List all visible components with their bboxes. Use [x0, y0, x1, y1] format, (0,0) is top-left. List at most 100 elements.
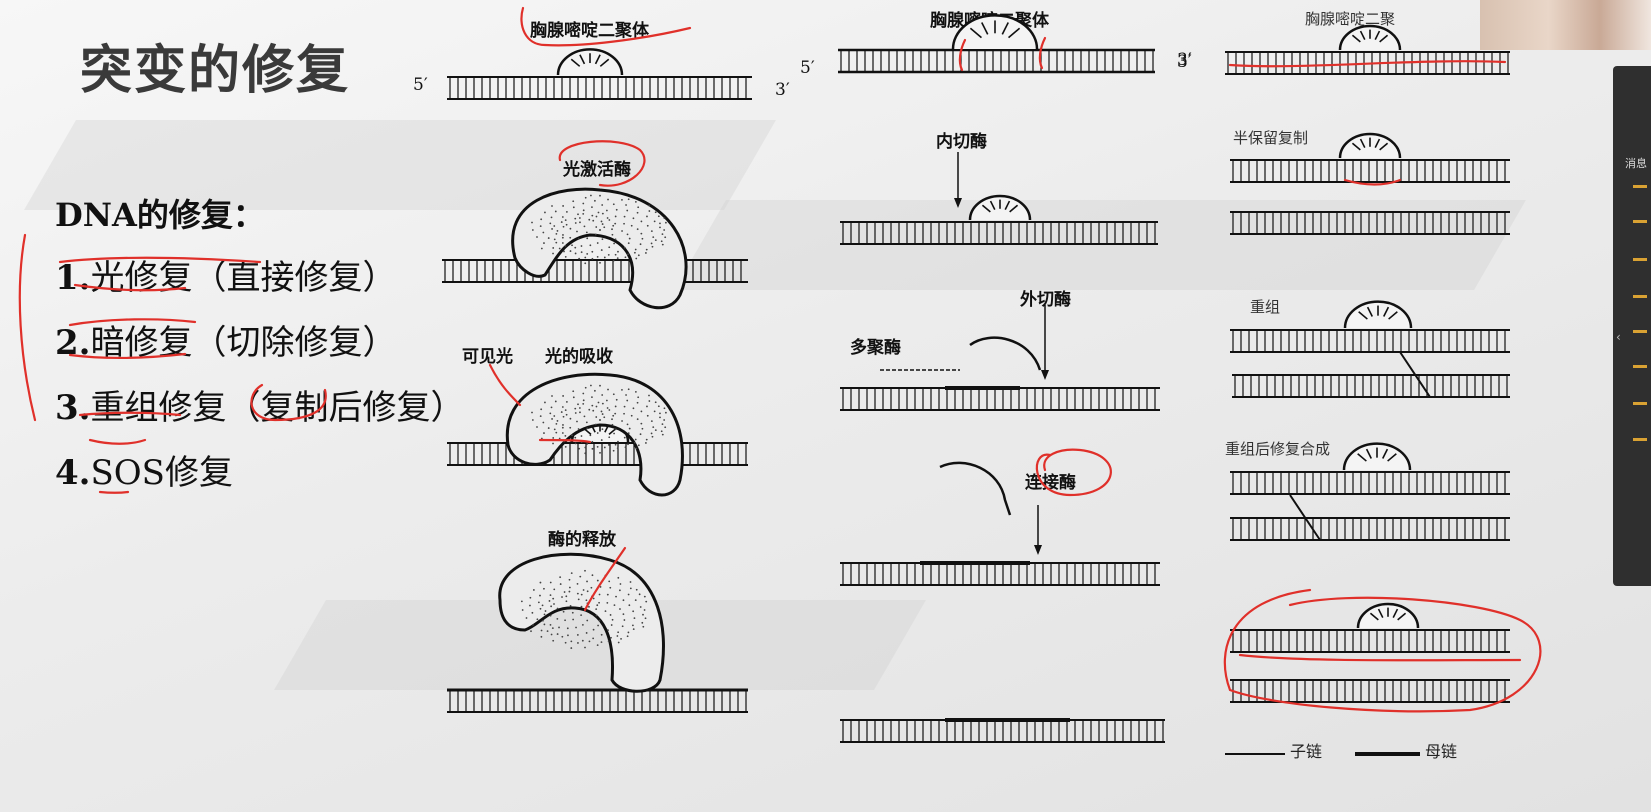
enzyme-stipple [560, 411, 563, 413]
enzyme-stipple [621, 388, 623, 391]
dna-duplex [840, 719, 1165, 743]
enzyme-stipple [574, 246, 577, 249]
enzyme-stipple [614, 428, 617, 431]
enzyme-stipple [601, 413, 604, 415]
enzyme-stipple [556, 420, 559, 422]
enzyme-stipple [591, 404, 594, 407]
enzyme-stipple [540, 635, 543, 638]
enzyme-stipple [650, 432, 653, 435]
enzyme-stipple [595, 405, 598, 408]
enzyme-stipple [599, 451, 601, 454]
enzyme-stipple [634, 248, 637, 251]
enzyme-stipple [564, 255, 567, 258]
enzyme-stipple [599, 419, 601, 421]
enzyme-stipple [664, 426, 667, 429]
enzyme-stipple [624, 446, 627, 449]
enzyme-stipple [653, 220, 656, 223]
enzyme-stipple [622, 599, 625, 602]
enzyme-stipple [627, 631, 630, 634]
dimer-tick [1001, 22, 1009, 35]
enzyme-stipple [562, 415, 565, 418]
photolyase-label: 光激活酶 [563, 160, 631, 180]
enzyme-stipple [664, 236, 667, 239]
enzyme-stipple [592, 409, 595, 412]
enzyme-stipple [623, 222, 625, 225]
enzyme-stipple [614, 253, 617, 256]
red-annotation [1238, 653, 1522, 662]
legend-parent-label: 母链 [1425, 742, 1458, 761]
enzyme-stipple [661, 423, 664, 426]
enzyme-stipple [586, 253, 589, 255]
enzyme-stipple [608, 436, 611, 439]
list-item: 1.光修复（直接修复） [55, 258, 397, 298]
enzyme-stipple [564, 641, 567, 644]
enzyme-stipple [553, 225, 556, 227]
crossover [1289, 494, 1321, 541]
red-annotation [538, 438, 592, 444]
enzyme-stipple [639, 433, 642, 436]
enzyme-stipple [654, 401, 657, 404]
enzyme-stipple [633, 617, 636, 620]
enzyme-stipple [597, 211, 600, 214]
enzyme-stipple [625, 394, 627, 396]
enzyme-stipple [637, 396, 640, 399]
enzyme-stipple [626, 635, 629, 638]
enzyme-stipple [630, 414, 633, 417]
enzyme-stipple [583, 225, 586, 228]
chat-tab[interactable]: 消息 [1625, 157, 1647, 170]
exonuclease-label: 外切酶 [1020, 290, 1071, 310]
enzyme-stipple [599, 194, 601, 197]
enzyme-stipple [529, 604, 531, 607]
enzyme-stipple [636, 211, 639, 214]
enzyme-stipple [543, 623, 546, 626]
enzyme-stipple [552, 639, 555, 642]
enzyme-stipple [583, 415, 586, 418]
enzyme-stipple [539, 594, 541, 597]
enzyme-stipple [598, 601, 600, 604]
enzyme-stipple [584, 386, 587, 389]
enzyme-stipple [570, 572, 573, 575]
dimer-tick [1374, 30, 1381, 40]
enzyme-stipple [592, 219, 595, 222]
enzyme-stipple [650, 230, 653, 233]
enzyme-stipple [588, 640, 591, 643]
enzyme-stipple [614, 405, 617, 408]
enzyme-stipple [578, 257, 581, 260]
enzyme-stipple [551, 418, 553, 420]
enzyme-stipple [551, 395, 553, 397]
dna-duplex [840, 562, 1160, 586]
collapse-arrow-icon[interactable]: ‹ [1616, 330, 1621, 344]
enzyme-stipple [552, 437, 555, 439]
dimer-tick [1377, 608, 1384, 618]
dna-duplex [1232, 374, 1510, 398]
dimer-tick [1397, 612, 1407, 621]
enzyme-stipple [578, 407, 581, 409]
red-annotation [958, 38, 967, 72]
enzyme-stipple [571, 244, 573, 247]
red-annotation [18, 233, 37, 422]
enzyme-stipple [646, 215, 648, 218]
dimer-tick [1374, 138, 1381, 148]
dna-duplex [838, 48, 1155, 74]
chat-side-panel[interactable] [1613, 66, 1651, 586]
enzyme-stipple [550, 633, 553, 636]
arrow-head [1041, 370, 1049, 380]
dimer-tick [1009, 204, 1019, 213]
enzyme-stipple [591, 206, 593, 209]
red-annotation [78, 411, 182, 417]
enzyme-stipple [580, 435, 583, 437]
enzyme-stipple [651, 435, 654, 438]
enzyme-stipple [659, 416, 661, 419]
enzyme-stipple [553, 603, 555, 605]
enzyme-stipple [628, 427, 631, 430]
enzyme-stipple [561, 635, 564, 638]
enzyme-stipple [607, 443, 610, 446]
enzyme-stipple [584, 262, 587, 265]
enzyme-stipple [590, 194, 592, 197]
enzyme-stipple [550, 406, 553, 409]
enzyme-stipple [577, 238, 580, 240]
enzyme-stipple [564, 434, 567, 437]
enzyme-stipple [569, 426, 572, 429]
enzyme-stipple [603, 446, 606, 449]
enzyme-stipple [584, 646, 586, 649]
